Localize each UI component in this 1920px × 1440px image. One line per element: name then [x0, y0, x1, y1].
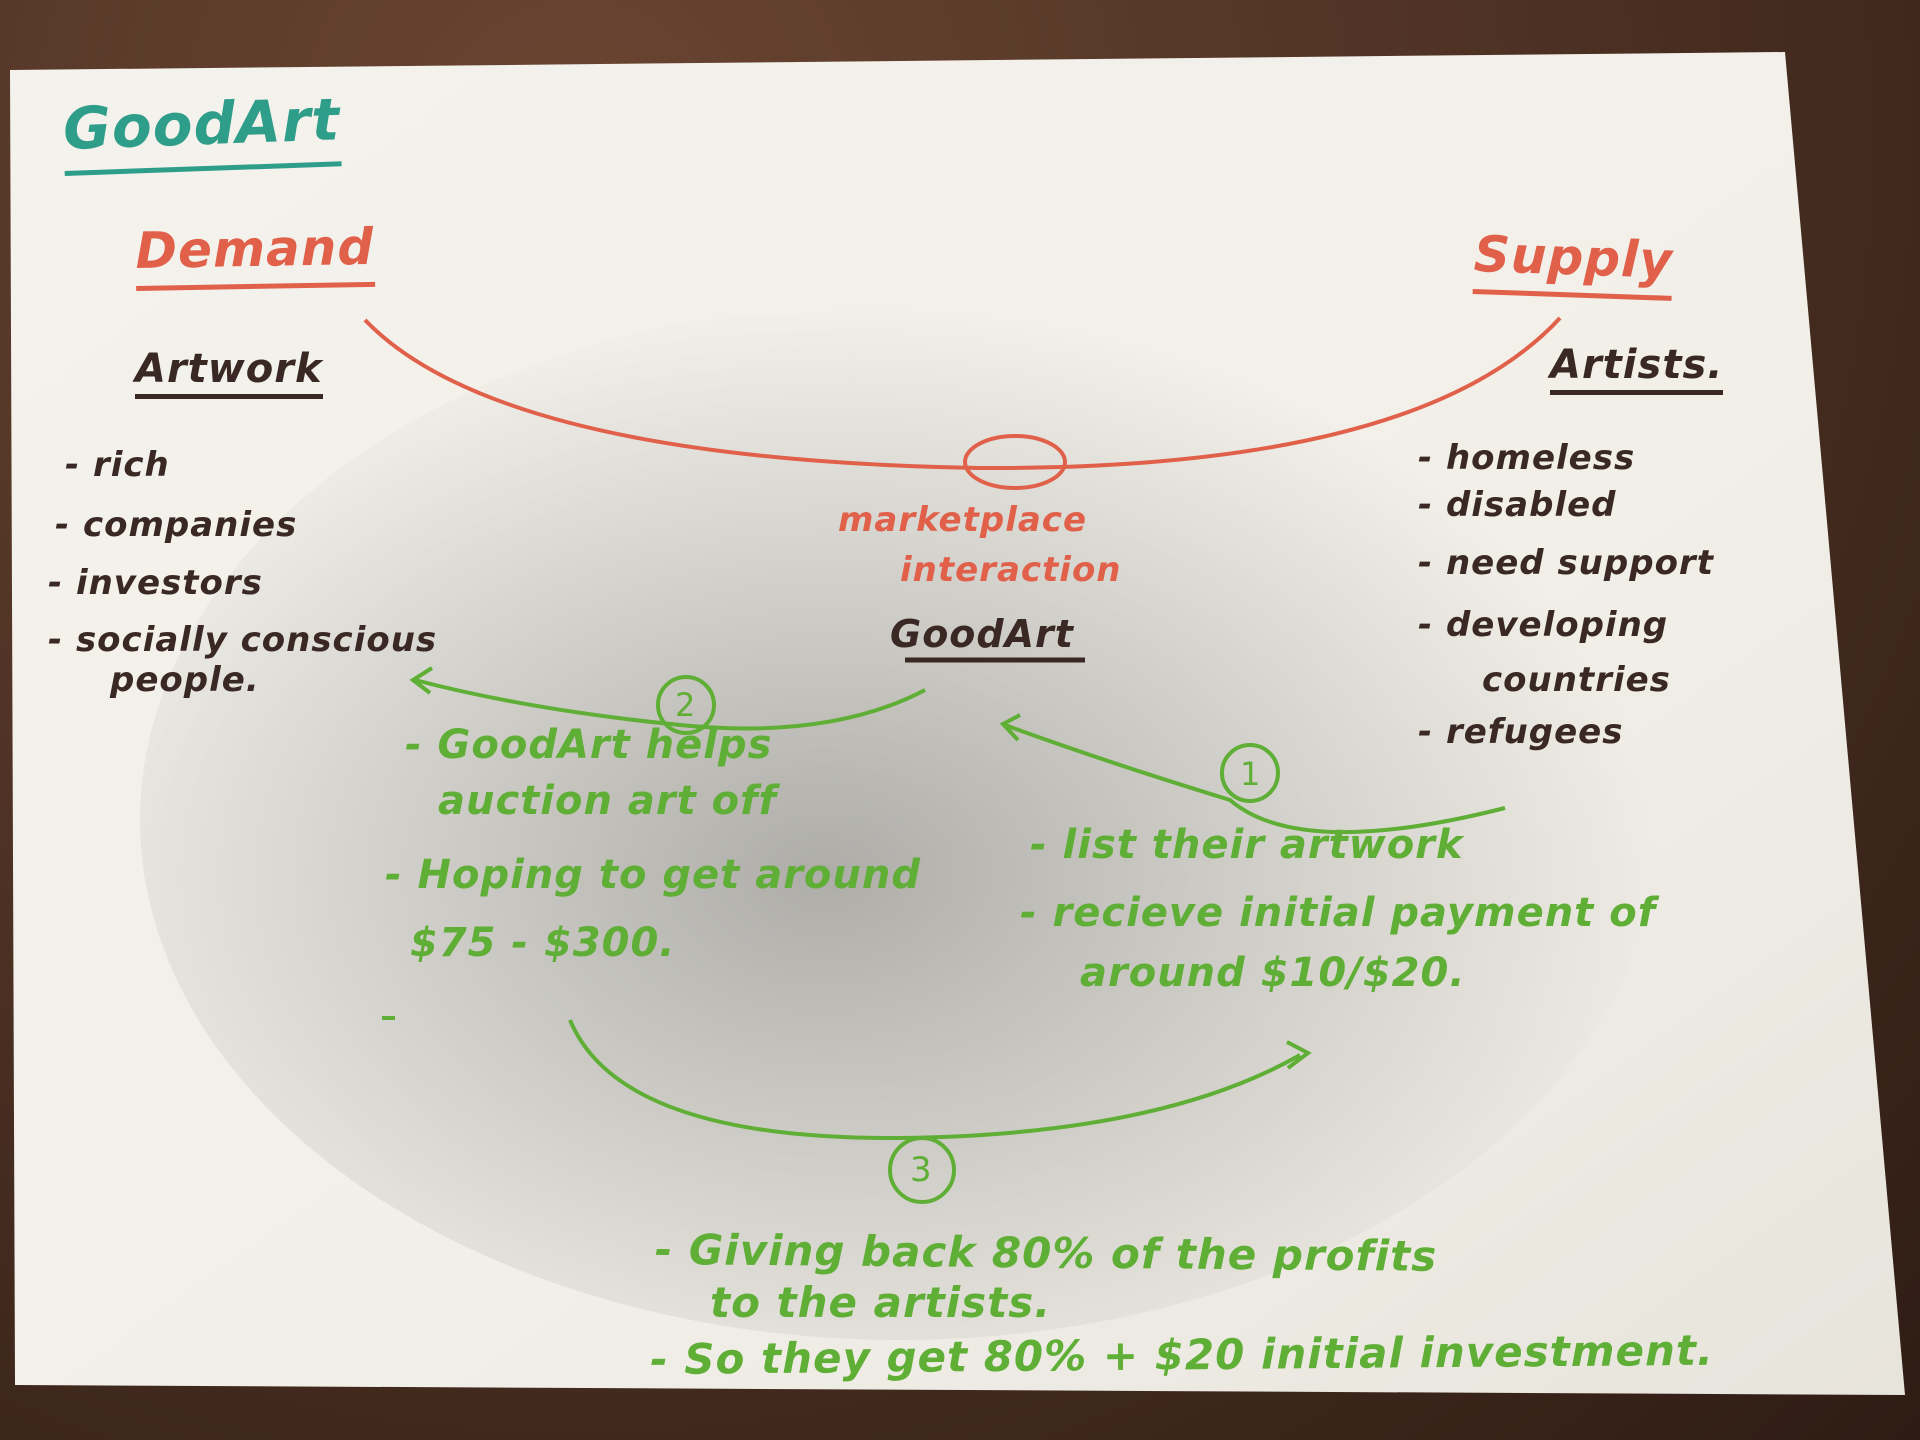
arrow-step3-head [1286, 1040, 1312, 1070]
supply-item-countries: countries [1482, 660, 1671, 700]
center-label-line2: interaction [900, 550, 1122, 590]
arrow-step2-head [409, 666, 434, 695]
step1-circle [1220, 743, 1280, 803]
demand-item-people: people. [110, 660, 260, 700]
supply-heading: Supply [1472, 225, 1674, 301]
step2-line3: - Hoping to get around [385, 852, 921, 898]
supply-heading-text: Supply [1472, 225, 1674, 290]
center-brand: GoodArt [890, 612, 1074, 656]
demand-item-socially-conscious: - socially conscious [48, 620, 438, 660]
demand-subheading-text: Artwork [135, 346, 323, 392]
step2-line2: auction art off [438, 778, 777, 824]
arrow-step1-curve [1004, 723, 1506, 835]
demand-heading-text: Demand [135, 217, 375, 280]
hand-shadow [140, 300, 1660, 1340]
step2-circle [656, 675, 716, 735]
supply-subheading-text: Artists. [1550, 342, 1724, 388]
center-label-line1: marketplace [838, 500, 1087, 540]
step3-line2: to the artists. [710, 1278, 1052, 1327]
marketplace-circle [963, 434, 1067, 490]
demand-heading: Demand [135, 217, 375, 291]
supply-item-developing: - developing [1418, 605, 1669, 645]
title-goodart: GoodArt [62, 85, 342, 176]
demand-item-companies: - companies [55, 505, 298, 545]
step2-line4: $75 - $300. [410, 920, 676, 966]
step1-line3: around $10/$20. [1080, 950, 1466, 996]
title-text: GoodArt [62, 85, 342, 163]
supply-item-disabled: - disabled [1418, 485, 1617, 525]
supply-item-need-support: - need support [1418, 543, 1714, 583]
demand-item-investors: - investors [48, 563, 263, 603]
arrow-step2-curve [414, 678, 926, 731]
supply-item-refugees: - refugees [1418, 712, 1624, 752]
step3-circle [888, 1136, 956, 1204]
demand-item-rich: - rich [65, 445, 170, 485]
step1-line1: - list their artwork [1030, 822, 1464, 868]
step3-number: 3 [910, 1150, 933, 1190]
step2-line1: - GoodArt helps [405, 722, 773, 768]
step1-number: 1 [1240, 755, 1262, 793]
step3-line3: - So they get 80% + $20 initial investme… [650, 1325, 1715, 1384]
arrow-step3-curve [568, 1019, 1301, 1141]
curve-demand-supply [363, 316, 1562, 471]
step2-number: 2 [675, 686, 697, 724]
supply-subheading: Artists. [1550, 342, 1724, 395]
step1-line2: - recieve initial payment of [1020, 890, 1657, 936]
arrow-step1-head [999, 713, 1021, 742]
demand-subheading: Artwork [135, 346, 323, 399]
supply-item-homeless: - homeless [1418, 438, 1636, 478]
step3-line1: - Giving back 80% of the profits [654, 1225, 1438, 1281]
